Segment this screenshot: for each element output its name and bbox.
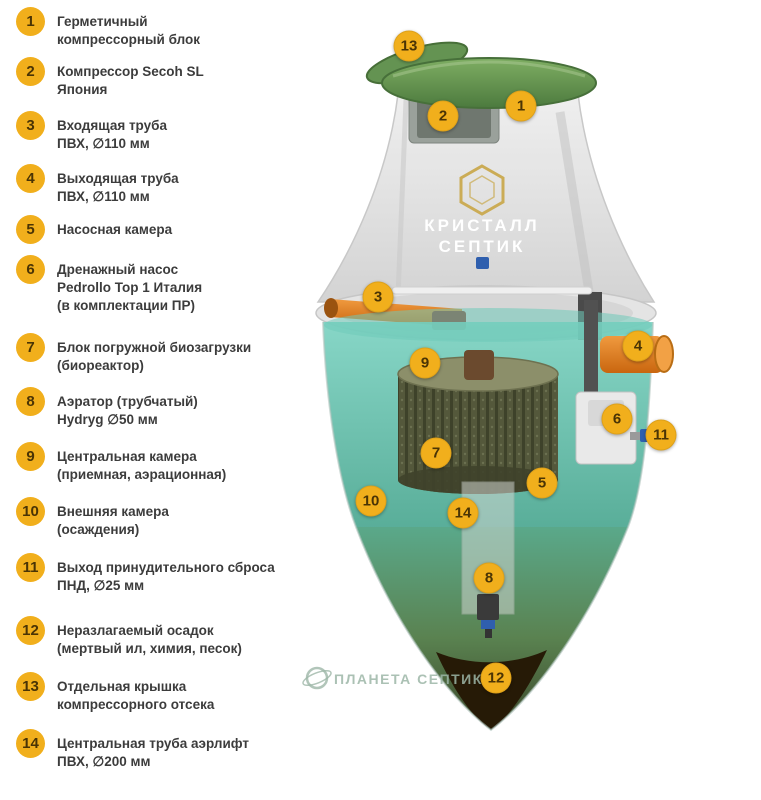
- legend-line: Выходящая труба: [57, 171, 179, 186]
- legend-item-text: Внешняя камера (осаждения): [57, 502, 169, 539]
- legend-line: Hydryg ∅50 мм: [57, 412, 158, 427]
- legend-item: 2 Компрессор Secoh SL Япония: [16, 57, 204, 99]
- tank-upper-cone: [316, 93, 656, 303]
- legend-number-badge: 9: [16, 442, 45, 471]
- legend-line: ПВХ, ∅110 мм: [57, 189, 150, 204]
- legend-number-badge: 4: [16, 164, 45, 193]
- legend-item: 5 Насосная камера: [16, 215, 172, 244]
- center-feed-fitting: [464, 350, 494, 380]
- outlet-pipe: [600, 335, 674, 373]
- legend-line: Компрессор Secoh SL: [57, 64, 204, 79]
- legend-line: Япония: [57, 82, 108, 97]
- tank-lid: [381, 57, 597, 109]
- legend-line: компрессорный блок: [57, 32, 201, 47]
- legend-item-text: Отдельная крышка компрессорного отсека: [57, 677, 214, 714]
- legend-line: (мертвый ил, химия, песок): [57, 641, 242, 656]
- legend-line: Внешняя камера: [57, 504, 169, 519]
- legend-line: ПВХ, ∅200 мм: [57, 754, 151, 769]
- watermark: ПЛАНЕТА СЕПТИК: [302, 666, 483, 690]
- legend: 1 Герметичный компрессорный блок 2 Компре…: [0, 0, 305, 800]
- legend-number-badge: 11: [16, 553, 45, 582]
- legend-line: Герметичный: [57, 14, 148, 29]
- legend-line: Аэратор (трубчатый): [57, 394, 198, 409]
- legend-line: Дренажный насос: [57, 262, 179, 277]
- legend-line: ПВХ, ∅110 мм: [57, 136, 150, 151]
- legend-line: Центральная камера: [57, 449, 197, 464]
- legend-item: 8 Аэратор (трубчатый) Hydryg ∅50 мм: [16, 387, 198, 429]
- legend-number-badge: 12: [16, 616, 45, 645]
- legend-number-badge: 6: [16, 255, 45, 284]
- legend-line: (в комплектации ПР): [57, 298, 195, 313]
- outlet-riser-pipe: [555, 111, 595, 299]
- legend-item-text: Неразлагаемый осадок (мертвый ил, химия, …: [57, 621, 242, 658]
- legend-item-text: Насосная камера: [57, 220, 172, 239]
- legend-line: Неразлагаемый осадок: [57, 623, 214, 638]
- legend-line: компрессорного отсека: [57, 697, 215, 712]
- legend-item-text: Аэратор (трубчатый) Hydryg ∅50 мм: [57, 392, 198, 429]
- watermark-text: ПЛАНЕТА СЕПТИК: [334, 671, 483, 687]
- aerator-feed-pipe: [391, 286, 593, 295]
- legend-number-badge: 7: [16, 333, 45, 362]
- legend-number-badge: 5: [16, 215, 45, 244]
- legend-number-badge: 14: [16, 729, 45, 758]
- legend-item: 12 Неразлагаемый осадок (мертвый ил, хими…: [16, 616, 242, 658]
- legend-line: Отдельная крышка: [57, 679, 187, 694]
- legend-line: Блок погружной биозагрузки: [57, 340, 252, 355]
- legend-item-text: Компрессор Secoh SL Япония: [57, 62, 204, 99]
- legend-line: Выход принудительного сброса: [57, 560, 275, 575]
- legend-number-badge: 13: [16, 672, 45, 701]
- legend-item-text: Центральная камера (приемная, аэрационная…: [57, 447, 226, 484]
- legend-line: (биореактор): [57, 358, 144, 373]
- brand-logo: КРИСТАЛЛ СЕПТИК: [424, 164, 539, 269]
- bioreactor-block: [397, 350, 559, 494]
- legend-line: Входящая труба: [57, 118, 167, 133]
- legend-line: (осаждения): [57, 522, 140, 537]
- legend-line: (приемная, аэрационная): [57, 467, 227, 482]
- legend-number-badge: 8: [16, 387, 45, 416]
- legend-number-badge: 1: [16, 7, 45, 36]
- legend-line: Насосная камера: [57, 222, 173, 237]
- legend-item-text: Блок погружной биозагрузки (биореактор): [57, 338, 251, 375]
- legend-number-badge: 3: [16, 111, 45, 140]
- legend-number-badge: 2: [16, 57, 45, 86]
- legend-item: 9 Центральная камера (приемная, аэрационн…: [16, 442, 226, 484]
- legend-item: 10 Внешняя камера (осаждения): [16, 497, 169, 539]
- legend-item: 13 Отдельная крышка компрессорного отсека: [16, 672, 214, 714]
- legend-line: Pedrollo Top 1 Италия: [57, 280, 203, 295]
- legend-number-badge: 10: [16, 497, 45, 526]
- brand-line1: КРИСТАЛЛ: [424, 216, 539, 235]
- aerator-fitting: [477, 594, 499, 620]
- legend-line: Центральная труба аэрлифт: [57, 736, 249, 751]
- legend-item: 7 Блок погружной биозагрузки (биореактор): [16, 333, 251, 375]
- legend-line: ПНД, ∅25 мм: [57, 578, 145, 593]
- legend-item: 1 Герметичный компрессорный блок: [16, 7, 200, 49]
- air-valve: [476, 257, 489, 269]
- brand-line2: СЕПТИК: [439, 237, 526, 256]
- legend-item-text: Герметичный компрессорный блок: [57, 12, 200, 49]
